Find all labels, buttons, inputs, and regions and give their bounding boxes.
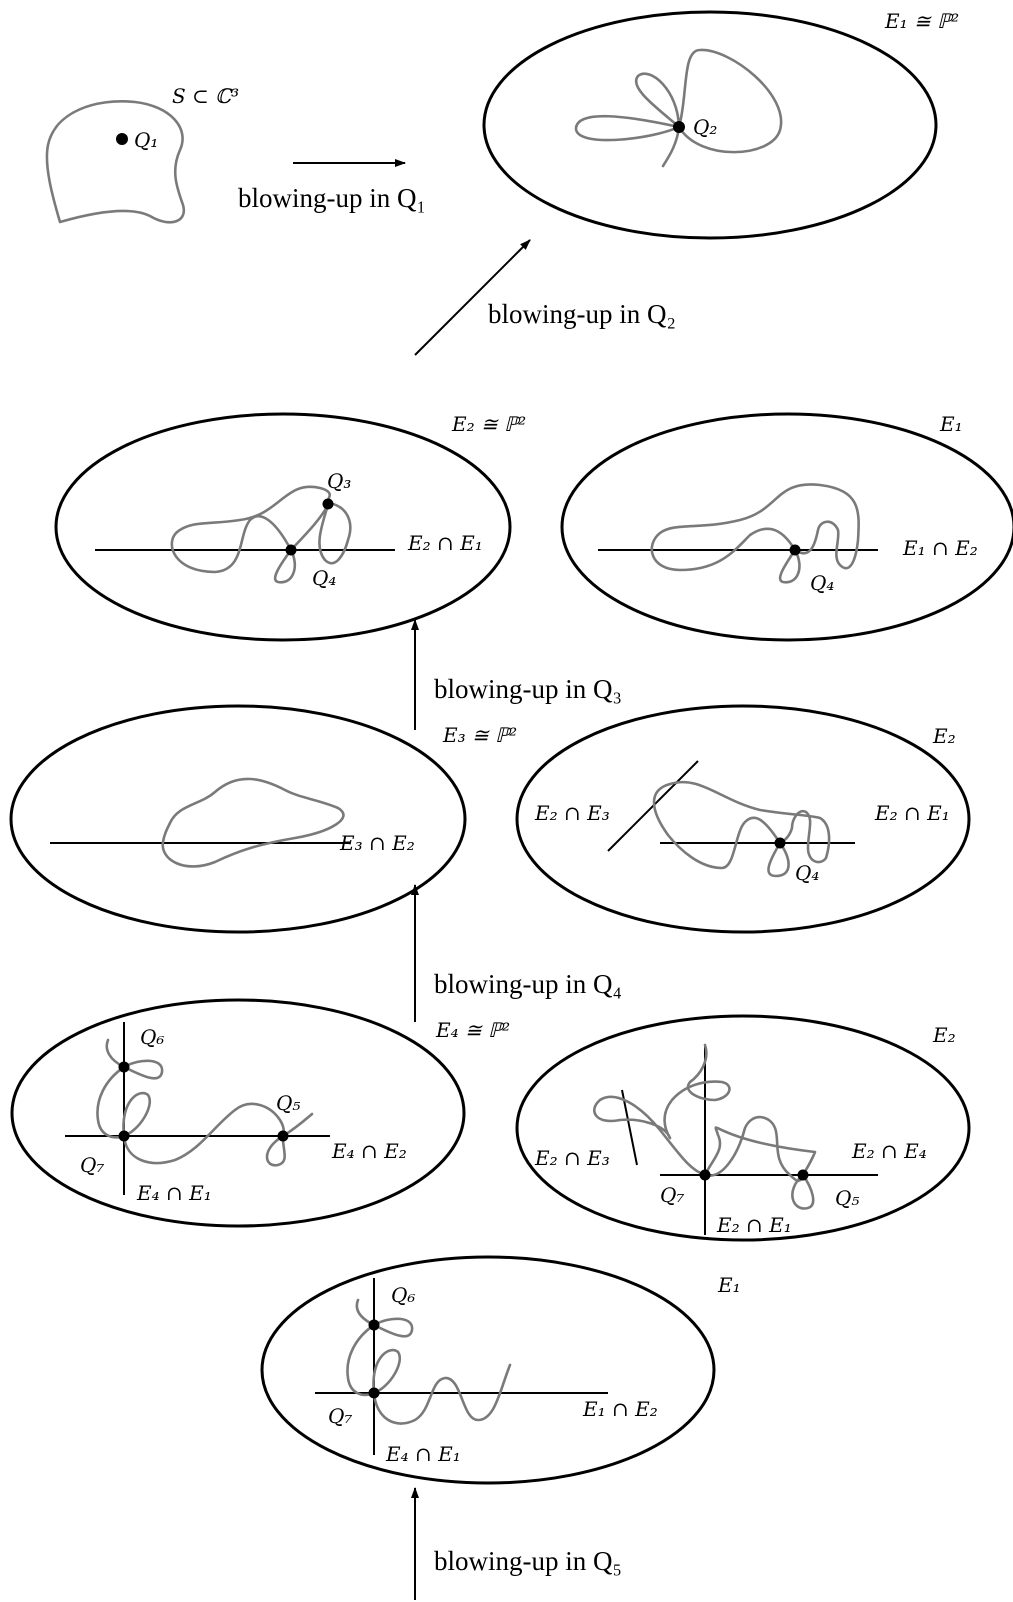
panel-E1-P2: E₁ ≅ ℙ² Q₂ [482,9,959,240]
surface-S-outline [45,100,186,224]
point-Q2 [673,121,685,133]
label-E1-row5: E₁ [717,1273,741,1297]
label-E1-iso: E₁ ≅ ℙ² [884,9,959,33]
label-E1-row2: E₁ [939,412,963,436]
label-Q1: Q₁ [134,128,158,152]
label-Q6-row5: Q₆ [391,1283,415,1307]
point-Q3 [322,498,334,510]
curve-E2-row3 [652,780,831,878]
ellipse-E1-row5 [260,1255,716,1485]
panel-E2-row4: E₂ E₂ ∩ E₃ E₂ ∩ E₄ E₂ ∩ E₁ Q₇ Q₅ [515,1014,971,1242]
label-E3-iso: E₃ ≅ ℙ² [442,723,517,747]
label-E2-iso: E₂ ≅ ℙ² [451,412,526,436]
curve-E2-row4 [593,1043,817,1210]
arrow-blowup-Q2: blowing-up in Q₂ [414,239,676,356]
point-Q5-row4 [277,1130,289,1142]
label-Q7-row4-right: Q₇ [660,1183,684,1207]
label-Q3: Q₃ [327,469,351,493]
panel-E3-P2: E₃ ≅ ℙ² E₃ ∩ E₂ [9,704,517,934]
label-E2capE4: E₂ ∩ E₄ [851,1139,927,1163]
label-E2capE3-row3: E₂ ∩ E₃ [534,801,610,825]
panel-E1-row5: E₁ E₁ ∩ E₂ E₄ ∩ E₁ Q₆ Q₇ [260,1255,741,1485]
ellipse-E2-row2 [54,412,512,642]
ellipse-E2-row3 [515,704,971,934]
label-Q4-row2: Q₄ [312,566,336,590]
arrow-blowup-Q3: blowing-up in Q₃ [411,619,622,730]
label-E2-row3: E₂ [932,724,956,748]
curve-E1-row5 [346,1298,512,1425]
label-Q4-row3: Q₄ [795,861,819,885]
label-E3capE2: E₃ ∩ E₂ [339,831,415,855]
curve-E3 [161,777,345,868]
label-E4capE2: E₄ ∩ E₂ [331,1139,407,1163]
point-Q4-row3 [774,837,786,849]
point-Q5-row4-right [797,1169,809,1181]
label-E2-row4: E₂ [932,1023,956,1047]
label-E2capE1-row4: E₂ ∩ E₁ [716,1213,792,1237]
label-E1capE2-row2: E₁ ∩ E₂ [902,536,978,560]
panel-E4-P2: E₄ ≅ ℙ² E₄ ∩ E₂ E₄ ∩ E₁ Q₆ Q₇ Q₅ [10,998,510,1228]
label-E4-iso: E₄ ≅ ℙ² [435,1018,510,1042]
label-E2capE3-row4: E₂ ∩ E₃ [534,1146,610,1170]
point-Q4-row2-right [789,544,801,556]
point-Q7-row5 [368,1387,380,1399]
ellipse-E1 [482,10,938,240]
arrow-blowup-Q5: blowing-up in Q₅ [411,1487,622,1600]
panel-E1-row2: E₁ E₁ ∩ E₂ Q₄ [560,412,1013,642]
caption-blowup-Q2: blowing-up in Q₂ [488,299,676,329]
line-E2capE3-row4 [621,1089,638,1166]
label-Q5-row4-right: Q₅ [835,1186,859,1210]
ellipse-E4 [10,998,466,1228]
label-Q7-row4: Q₇ [80,1153,104,1177]
arrow-Q2-line [414,239,531,356]
label-Q6-row4: Q₆ [140,1025,164,1049]
point-Q6-row4 [118,1061,130,1073]
label-Q7-row5: Q₇ [328,1404,352,1428]
label-E4capE1-row5: E₄ ∩ E₁ [385,1442,461,1466]
label-S: S ⊂ ℂ³ [172,84,239,108]
arrow-blowup-Q4: blowing-up in Q₄ [411,884,622,1022]
point-Q7-row4-right [699,1169,711,1181]
point-Q6-row5 [368,1319,380,1331]
panel-E2-row3: E₂ E₂ ∩ E₃ E₂ ∩ E₁ Q₄ [515,704,971,934]
caption-blowup-Q5: blowing-up in Q₅ [434,1546,622,1576]
panel-E2-P2-row2: E₂ ≅ ℙ² E₂ ∩ E₁ Q₃ Q₄ [54,412,526,642]
point-Q4-row2 [285,544,297,556]
label-Q2: Q₂ [693,115,717,139]
arrow-blowup-Q1: blowing-up in Q₁ [238,159,426,213]
label-Q5-row4: Q₅ [276,1091,300,1115]
label-E4capE1: E₄ ∩ E₁ [136,1181,212,1205]
ellipse-E3 [9,704,467,934]
surface-S: Q₁ S ⊂ ℂ³ [45,84,239,224]
ellipse-E1-row2 [560,412,1013,642]
ellipse-E2-row4 [515,1014,971,1242]
label-E2capE1-row2: E₂ ∩ E₁ [407,531,483,555]
caption-blowup-Q4: blowing-up in Q₄ [434,969,622,999]
point-Q7-row4 [118,1130,130,1142]
curve-E1-row2 [650,483,860,584]
point-Q1 [116,133,128,145]
label-Q4-row2-right: Q₄ [810,571,834,595]
caption-blowup-Q1: blowing-up in Q₁ [238,183,426,213]
label-E2capE1-row3: E₂ ∩ E₁ [874,801,950,825]
label-E1capE2-row5: E₁ ∩ E₂ [582,1397,658,1421]
curve-E1 [574,48,783,168]
caption-blowup-Q3: blowing-up in Q₃ [434,674,622,704]
